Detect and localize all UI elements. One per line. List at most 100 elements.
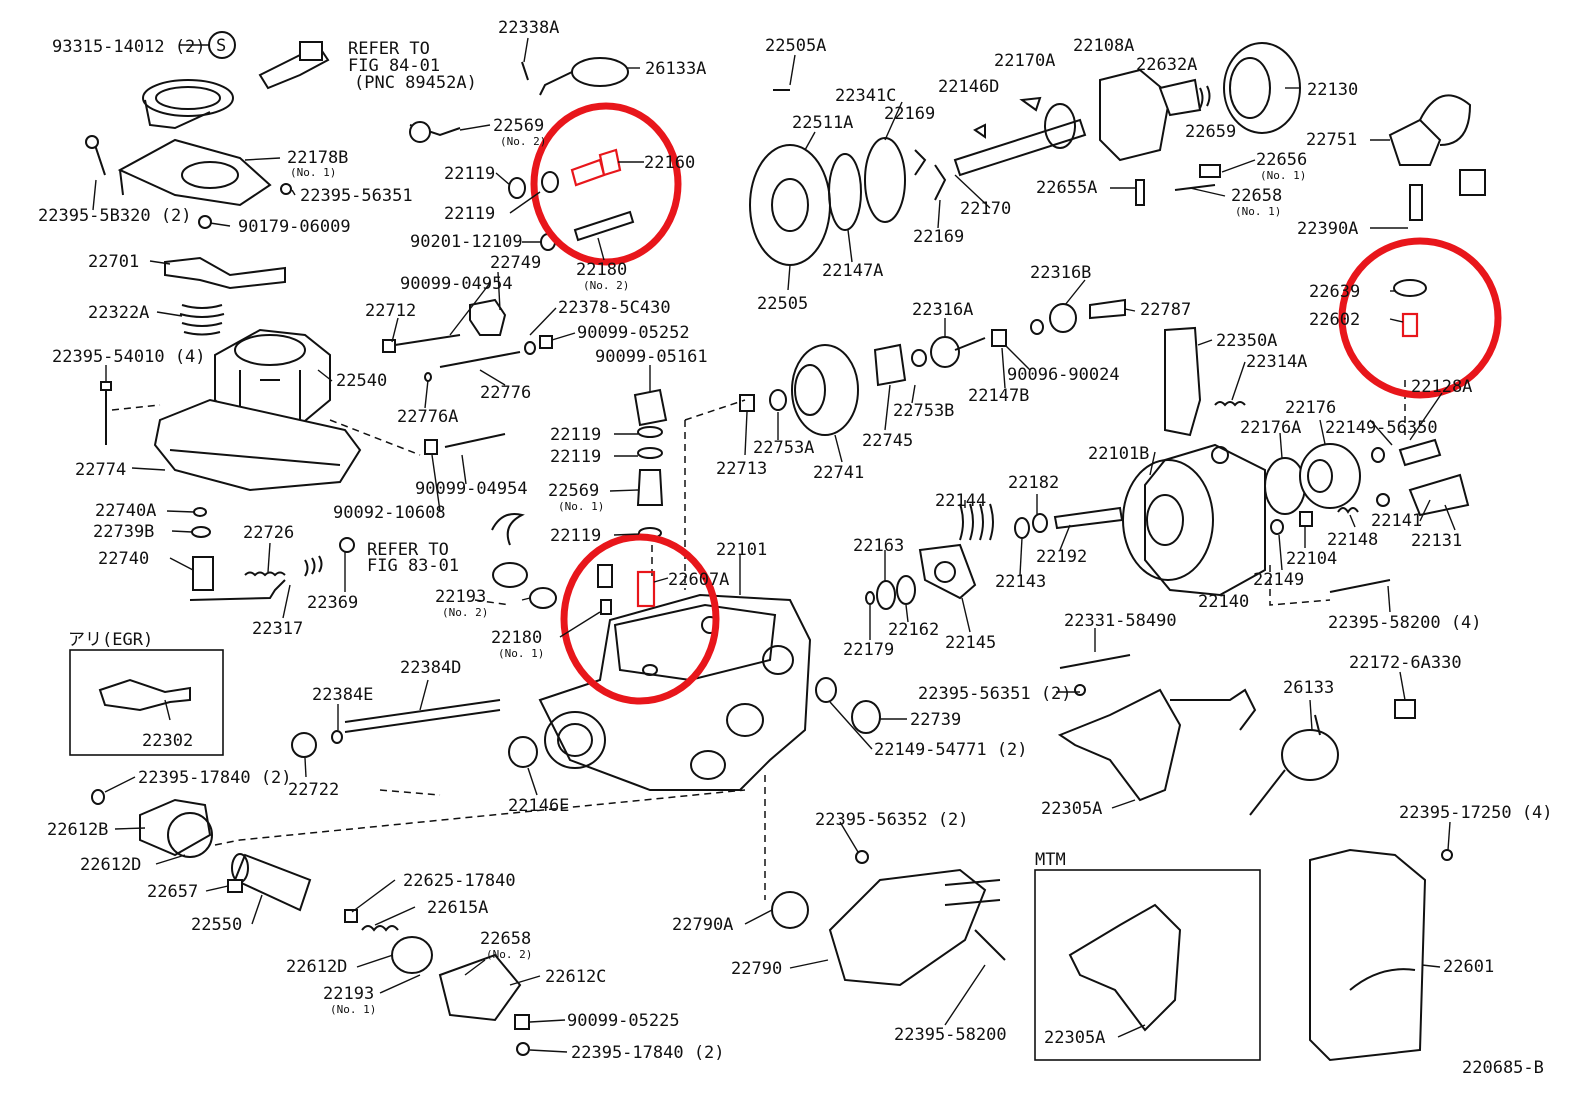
label-22170: 22170 <box>960 199 1011 219</box>
label-22176: 22176 <box>1285 398 1336 418</box>
label-22148: 22148 <box>1327 530 1378 550</box>
label-mtm-section: MTM <box>1035 850 1066 870</box>
label-22193-no2-sub: (No. 2) <box>442 606 488 619</box>
label-22657: 22657 <box>147 882 198 902</box>
label-22658-no2-sub: (No. 2) <box>486 948 532 961</box>
label-22550: 22550 <box>191 915 242 935</box>
label-22395-17840-a: 22395-17840 (2) <box>138 768 292 788</box>
label-22141: 22141 <box>1371 511 1422 531</box>
part-number-labels: 93315-14012 (2) S REFER TO FIG 84-01 (PN… <box>38 18 1553 1078</box>
label-22331-58490: 22331-58490 <box>1064 611 1177 631</box>
label-22338A: 22338A <box>498 18 559 38</box>
label-22119-e: 22119 <box>550 526 601 546</box>
label-22128A: 22128A <box>1411 377 1472 397</box>
label-22350A: 22350A <box>1216 331 1277 351</box>
label-22149-54771: 22149-54771 (2) <box>874 740 1028 760</box>
label-22169-bottom: 22169 <box>913 227 964 247</box>
note-fig83-line2: FIG 83-01 <box>367 556 459 576</box>
label-22505: 22505 <box>757 294 808 314</box>
label-22658-no1-sub: (No. 1) <box>1235 205 1281 218</box>
label-22395-58200-4: 22395-58200 (4) <box>1328 613 1482 633</box>
label-22776: 22776 <box>480 383 531 403</box>
label-22130: 22130 <box>1307 80 1358 100</box>
label-22612C: 22612C <box>545 967 606 987</box>
label-90099-05252: 90099-05252 <box>577 323 690 343</box>
label-22317: 22317 <box>252 619 303 639</box>
label-22314A: 22314A <box>1246 352 1307 372</box>
label-90201-12109: 90201-12109 <box>410 232 523 252</box>
label-90179-06009: 90179-06009 <box>238 217 351 237</box>
label-22119-a: 22119 <box>444 164 495 184</box>
label-22749: 22749 <box>490 253 541 273</box>
label-22395-56352: 22395-56352 (2) <box>815 810 969 830</box>
label-22607A: 22607A <box>668 570 729 590</box>
label-90092-10608: 90092-10608 <box>333 503 446 523</box>
label-22639: 22639 <box>1309 282 1360 302</box>
label-22602: 22602 <box>1309 310 1360 330</box>
label-22108A: 22108A <box>1073 36 1134 56</box>
label-22101: 22101 <box>716 540 767 560</box>
label-22104: 22104 <box>1286 549 1337 569</box>
label-22384D: 22384D <box>400 658 461 678</box>
highlighted-part-22602 <box>1401 312 1419 338</box>
label-93315-14012: 93315-14012 (2) <box>52 37 206 57</box>
label-22740: 22740 <box>98 549 149 569</box>
label-22395-56351: 22395-56351 <box>300 186 413 206</box>
label-22656: 22656 <box>1256 150 1307 170</box>
note-fig84-line1: REFER TO <box>348 39 430 59</box>
label-22740A: 22740A <box>95 501 156 521</box>
label-22625-17840: 22625-17840 <box>403 871 516 891</box>
label-26133: 26133 <box>1283 678 1334 698</box>
label-22180-no2-sub: (No. 2) <box>583 279 629 292</box>
label-22149: 22149 <box>1253 570 1304 590</box>
label-22140: 22140 <box>1198 592 1249 612</box>
label-22395-54010: 22395-54010 (4) <box>52 347 206 367</box>
label-22751: 22751 <box>1306 130 1357 150</box>
label-22726: 22726 <box>243 523 294 543</box>
label-22601: 22601 <box>1443 957 1494 977</box>
label-22146D: 22146D <box>938 77 999 97</box>
label-22182: 22182 <box>1008 473 1059 493</box>
label-22144: 22144 <box>935 491 986 511</box>
part-illustrations <box>69 31 1486 1062</box>
label-22305A-top: 22305A <box>1041 799 1102 819</box>
label-26133A: 26133A <box>645 59 706 79</box>
label-22395-5B320: 22395-5B320 (2) <box>38 206 192 226</box>
label-22179: 22179 <box>843 640 894 660</box>
label-22131: 22131 <box>1411 531 1462 551</box>
label-22739: 22739 <box>910 710 961 730</box>
label-22712: 22712 <box>365 301 416 321</box>
label-22612D-b: 22612D <box>286 957 347 977</box>
label-22145: 22145 <box>945 633 996 653</box>
label-90099-04954-a: 90099-04954 <box>400 274 513 294</box>
label-22160: 22160 <box>644 153 695 173</box>
label-22119-d: 22119 <box>550 447 601 467</box>
label-22658-no1: 22658 <box>1231 186 1282 206</box>
label-22776A: 22776A <box>397 407 458 427</box>
label-22178B-sub: (No. 1) <box>290 166 336 179</box>
label-22569-no1-sub: (No. 1) <box>558 500 604 513</box>
label-22143: 22143 <box>995 572 1046 592</box>
highlight-circle-22160 <box>530 102 682 266</box>
label-22790: 22790 <box>731 959 782 979</box>
label-22169-top: 22169 <box>884 104 935 124</box>
label-22305A-bottom: 22305A <box>1044 1028 1105 1048</box>
label-22753B: 22753B <box>893 401 954 421</box>
note-fig84-line3: (PNC 89452A) <box>354 73 477 93</box>
label-22655A: 22655A <box>1036 178 1097 198</box>
symbol-s: S <box>216 36 226 56</box>
label-22739B: 22739B <box>93 522 154 542</box>
label-22713: 22713 <box>716 459 767 479</box>
label-22146E: 22146E <box>508 796 569 816</box>
figure-code: 220685-B <box>1462 1058 1544 1078</box>
highlighted-filter-22607A <box>636 570 656 608</box>
dashed-assembly-lines <box>111 380 1406 900</box>
label-22701: 22701 <box>88 252 139 272</box>
highlight-circles <box>530 102 1502 705</box>
label-22193-no2: 22193 <box>435 587 486 607</box>
label-22540: 22540 <box>336 371 387 391</box>
label-22178B: 22178B <box>287 148 348 168</box>
label-22395-17840-b: 22395-17840 (2) <box>571 1043 725 1063</box>
label-22193-no1: 22193 <box>323 984 374 1004</box>
label-22569-no2: 22569 <box>493 116 544 136</box>
